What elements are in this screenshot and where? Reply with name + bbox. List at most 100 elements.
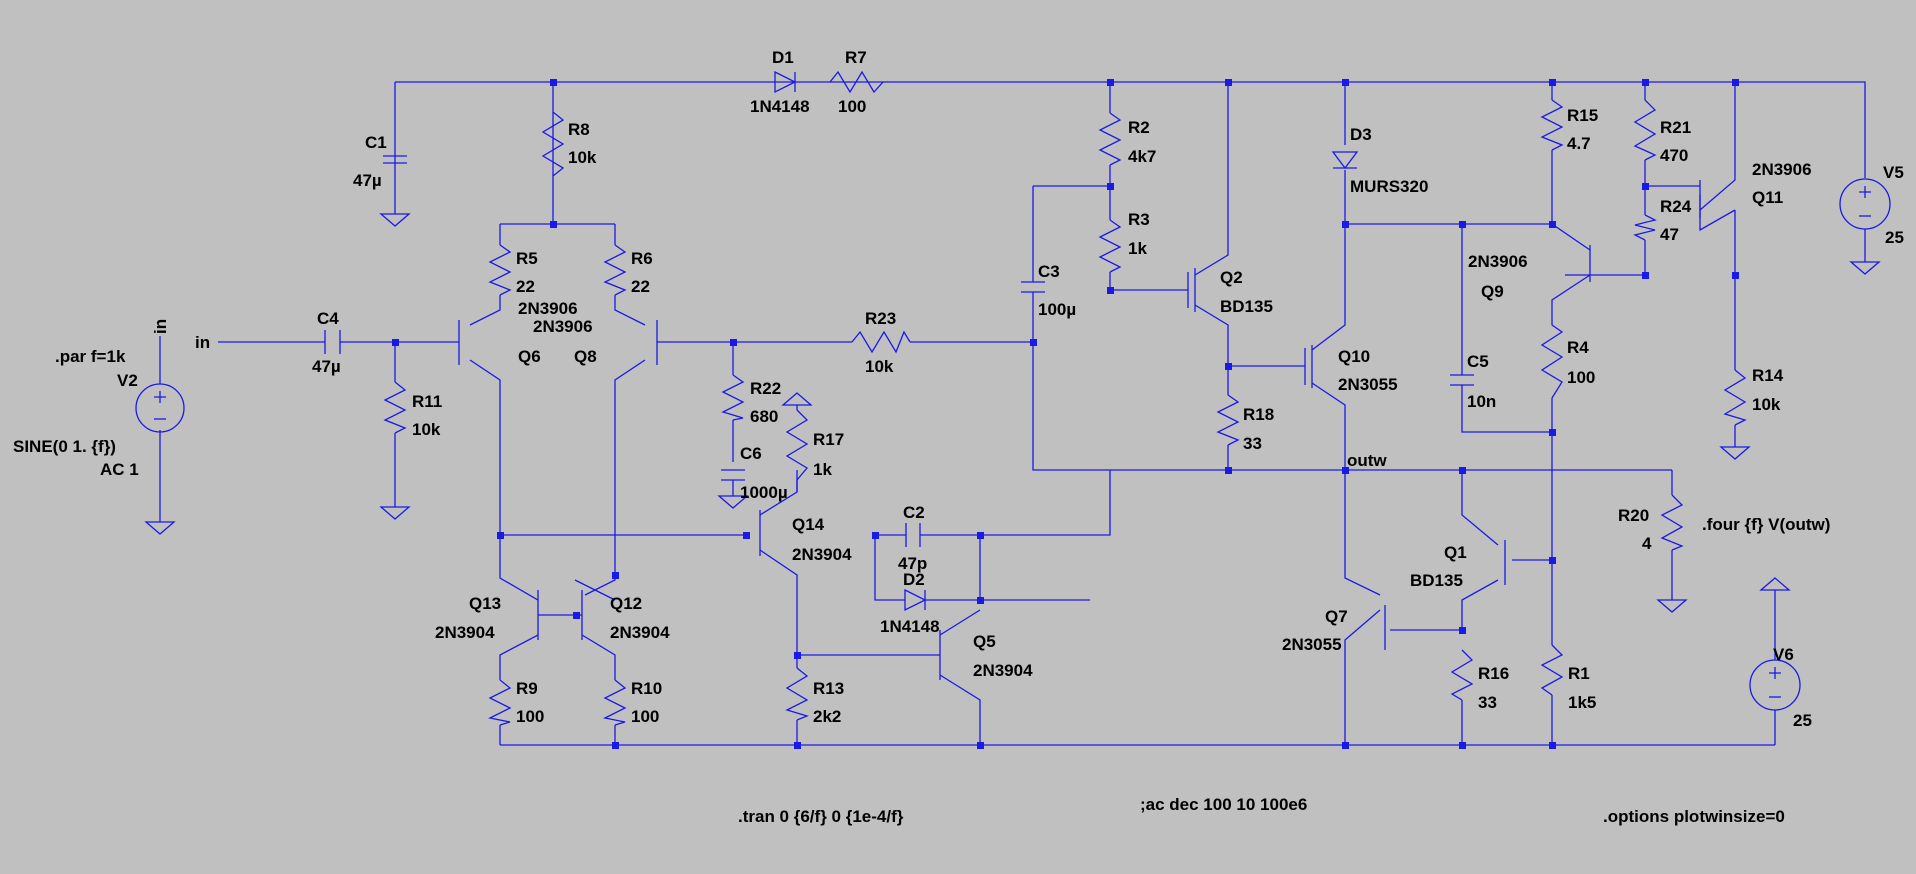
resistor-r11-symbol[interactable] <box>383 381 407 434</box>
label-r14-value: 10k <box>1752 395 1781 414</box>
junction <box>1107 287 1114 294</box>
junction <box>1459 742 1466 749</box>
directive-ac[interactable]: ;ac dec 100 10 100e6 <box>1140 795 1307 814</box>
junction <box>977 532 984 539</box>
label-c4: C4 <box>317 309 339 328</box>
label-c6: C6 <box>740 444 762 463</box>
label-in: in <box>195 333 210 352</box>
label-d1: D1 <box>772 48 794 67</box>
resistor-r17-symbol[interactable] <box>785 409 809 481</box>
capacitor-c1-symbol[interactable] <box>383 155 407 164</box>
label-d3: D3 <box>1350 125 1372 144</box>
capacitor-c5-symbol[interactable] <box>1450 374 1474 386</box>
label-outw: outw <box>1347 451 1387 470</box>
label-r24: R24 <box>1660 197 1692 216</box>
capacitor-c4-symbol[interactable] <box>324 330 341 354</box>
plus-icon <box>1859 186 1871 198</box>
label-r3-value: 1k <box>1128 239 1147 258</box>
resistor-r5-symbol[interactable] <box>488 244 512 296</box>
resistor-r4-symbol[interactable] <box>1540 324 1564 399</box>
diode-d1-symbol[interactable] <box>774 70 797 94</box>
supply-flag-icon <box>1759 577 1791 591</box>
resistor-r18-symbol[interactable] <box>1216 394 1240 446</box>
label-c3: C3 <box>1038 262 1060 281</box>
junction <box>1642 79 1649 86</box>
junction <box>550 221 557 228</box>
label-c2: C2 <box>903 503 925 522</box>
directive-options[interactable]: .options plotwinsize=0 <box>1603 807 1785 826</box>
labels: D1 1N4148 R7 100 C1 47µ R8 10k R2 4k7 R3… <box>13 48 1904 826</box>
label-v2: V2 <box>117 371 138 390</box>
label-q6-type: 2N3906 <box>518 299 578 318</box>
resistor-r10-symbol[interactable] <box>603 679 627 726</box>
junction <box>977 742 984 749</box>
label-q11-type: 2N3906 <box>1752 160 1812 179</box>
label-q12: Q12 <box>610 594 642 613</box>
label-r10: R10 <box>631 679 662 698</box>
wire-input <box>218 341 459 507</box>
label-q7-type: 2N3055 <box>1282 635 1342 654</box>
voltage-source-v5-symbol[interactable] <box>1839 178 1891 230</box>
resistor-r16-symbol[interactable] <box>1450 649 1474 701</box>
label-r13: R13 <box>813 679 844 698</box>
label-q7: Q7 <box>1325 607 1348 626</box>
resistor-r23-symbol[interactable] <box>851 330 911 354</box>
wire-q8 <box>584 295 646 596</box>
label-r15-value: 4.7 <box>1567 134 1591 153</box>
resistor-r8-symbol[interactable] <box>541 111 565 177</box>
resistor-r21-symbol[interactable] <box>1633 99 1657 161</box>
resistor-r15-symbol[interactable] <box>1540 99 1564 151</box>
resistor-r14-symbol[interactable] <box>1723 369 1747 426</box>
capacitor-c3-symbol[interactable] <box>1021 281 1045 293</box>
wire-q12 <box>538 579 616 745</box>
junction <box>1549 221 1556 228</box>
junction <box>794 742 801 749</box>
label-q10: Q10 <box>1338 347 1370 366</box>
label-r17-value: 1k <box>813 460 832 479</box>
junction <box>1732 79 1739 86</box>
wire-q13 <box>499 535 539 745</box>
label-r2-value: 4k7 <box>1128 147 1156 166</box>
label-r22: R22 <box>750 379 781 398</box>
junction <box>1342 79 1349 86</box>
resistor-r22-symbol[interactable] <box>721 374 745 421</box>
junction <box>1342 742 1349 749</box>
junction <box>1549 429 1556 436</box>
resistor-r13-symbol[interactable] <box>785 667 809 721</box>
voltage-source-v6-symbol[interactable] <box>1749 659 1801 711</box>
label-c6-value: 1000µ <box>740 483 788 502</box>
directive-tran[interactable]: .tran 0 {6/f} 0 {1e-4/f} <box>738 807 904 826</box>
label-q2-type: BD135 <box>1220 297 1273 316</box>
resistor-r1-symbol[interactable] <box>1540 644 1564 696</box>
label-r6: R6 <box>631 249 653 268</box>
label-r24-value: 47 <box>1660 225 1679 244</box>
label-q1: Q1 <box>1444 543 1467 562</box>
label-d2-value: 1N4148 <box>880 617 940 636</box>
label-v6-value: 25 <box>1793 711 1812 730</box>
resistor-r7-symbol[interactable] <box>829 70 884 94</box>
plus-icon <box>154 391 166 403</box>
diode-d2-symbol[interactable] <box>904 588 927 612</box>
junction <box>1459 627 1466 634</box>
label-r7-value: 100 <box>838 97 866 116</box>
junction <box>743 532 750 539</box>
wire-q7 <box>1344 609 1462 745</box>
capacitor-c2-symbol[interactable] <box>905 523 921 547</box>
junction <box>1107 79 1114 86</box>
label-sine: SINE(0 1. {f}) <box>13 437 116 456</box>
voltage-source-v2-symbol[interactable] <box>135 383 185 433</box>
resistor-r9-symbol[interactable] <box>488 679 512 726</box>
resistor-r2-symbol[interactable] <box>1098 112 1122 166</box>
label-c3-value: 100µ <box>1038 300 1076 319</box>
label-r14: R14 <box>1752 366 1784 385</box>
label-r5-value: 22 <box>516 277 535 296</box>
resistor-r24-symbol[interactable] <box>1633 214 1657 241</box>
junction <box>612 742 619 749</box>
resistor-r6-symbol[interactable] <box>603 244 627 296</box>
capacitor-c6-symbol[interactable] <box>721 469 745 481</box>
diode-d3-symbol[interactable] <box>1331 151 1359 170</box>
junction <box>1225 79 1232 86</box>
resistor-r20-symbol[interactable] <box>1660 494 1684 551</box>
resistor-r3-symbol[interactable] <box>1098 219 1122 273</box>
